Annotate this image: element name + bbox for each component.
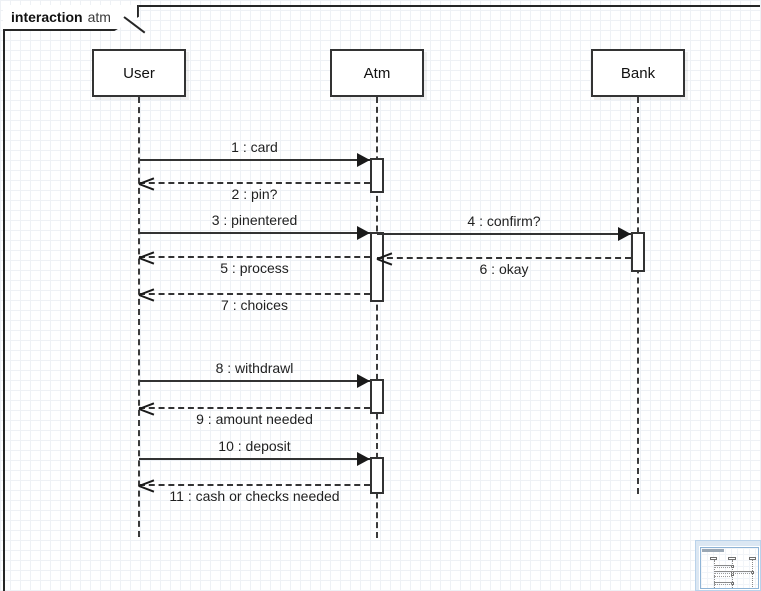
minimap-message xyxy=(714,588,732,589)
message-label-8: 8 : withdrawl xyxy=(215,360,294,376)
message-line-6[interactable] xyxy=(377,257,631,259)
minimap-titlebar xyxy=(702,549,724,552)
minimap-message xyxy=(713,565,732,567)
minimap-message xyxy=(713,575,732,577)
minimap-lifeline-line xyxy=(752,560,754,588)
message-label-5: 5 : process xyxy=(220,260,289,276)
lifeline-line-atm xyxy=(376,97,378,538)
minimap-message xyxy=(732,570,753,572)
lifeline-label: Atm xyxy=(363,64,391,82)
activation-bar-bank[interactable] xyxy=(631,232,645,272)
minimap-scroll-top xyxy=(696,541,760,546)
lifeline-head-atm[interactable]: Atm xyxy=(330,49,424,97)
lifeline-label: Bank xyxy=(620,64,656,82)
message-label-1: 1 : card xyxy=(231,139,278,155)
lifeline-head-bank[interactable]: Bank xyxy=(591,49,685,97)
message-line-9[interactable] xyxy=(139,407,370,409)
minimap-activation xyxy=(731,565,735,568)
minimap-message xyxy=(713,582,732,584)
arrowhead-filled-icon-1 xyxy=(357,153,370,167)
minimap-lifeline-line xyxy=(713,560,715,588)
frame-header-tab[interactable]: interaction atm xyxy=(3,5,139,31)
message-line-5[interactable] xyxy=(139,256,370,258)
lifeline-line-bank xyxy=(637,97,639,494)
message-line-4[interactable] xyxy=(377,233,631,235)
minimap-lifeline-box xyxy=(710,556,718,561)
minimap-message xyxy=(713,570,732,572)
minimap-message xyxy=(713,584,732,586)
minimap-viewport[interactable] xyxy=(700,547,759,589)
arrowhead-filled-icon-10 xyxy=(357,452,370,466)
activation-bar-atm[interactable] xyxy=(370,379,384,414)
frame-name: atm xyxy=(87,9,111,25)
message-line-8[interactable] xyxy=(139,380,370,382)
lifeline-head-user[interactable]: User xyxy=(92,49,186,97)
message-label-7: 7 : choices xyxy=(221,297,288,313)
activation-bar-atm[interactable] xyxy=(370,158,384,193)
message-label-10: 10 : deposit xyxy=(218,438,291,454)
lifeline-label: User xyxy=(123,64,155,82)
message-line-1[interactable] xyxy=(139,159,370,161)
minimap-scroll-left xyxy=(696,541,699,590)
minimap-lifeline-box xyxy=(728,556,736,561)
minimap-lifeline-box xyxy=(748,556,756,561)
minimap-activation xyxy=(731,588,734,589)
message-line-3[interactable] xyxy=(139,232,370,234)
frame-keyword: interaction xyxy=(11,9,83,25)
message-line-7[interactable] xyxy=(139,293,370,295)
message-label-4: 4 : confirm? xyxy=(467,213,541,229)
arrowhead-filled-icon-3 xyxy=(357,226,370,240)
minimap-panel[interactable] xyxy=(695,540,761,591)
arrowhead-filled-icon-8 xyxy=(357,374,370,388)
message-line-2[interactable] xyxy=(139,182,370,184)
lifeline-line-user xyxy=(138,97,140,537)
minimap-activation xyxy=(751,570,755,574)
activation-bar-atm[interactable] xyxy=(370,457,384,494)
message-line-11[interactable] xyxy=(139,484,370,486)
message-label-6: 6 : okay xyxy=(479,261,529,277)
message-label-2: 2 : pin? xyxy=(231,186,278,202)
minimap-message xyxy=(713,567,732,568)
message-label-11: 11 : cash or checks needed xyxy=(169,488,340,504)
minimap-message xyxy=(713,572,732,574)
message-label-9: 9 : amount needed xyxy=(196,411,313,427)
message-line-10[interactable] xyxy=(139,458,370,460)
minimap-activation xyxy=(731,582,735,585)
message-label-3: 3 : pinentered xyxy=(211,212,298,228)
minimap-message xyxy=(732,572,753,574)
arrowhead-filled-icon-4 xyxy=(618,227,631,241)
